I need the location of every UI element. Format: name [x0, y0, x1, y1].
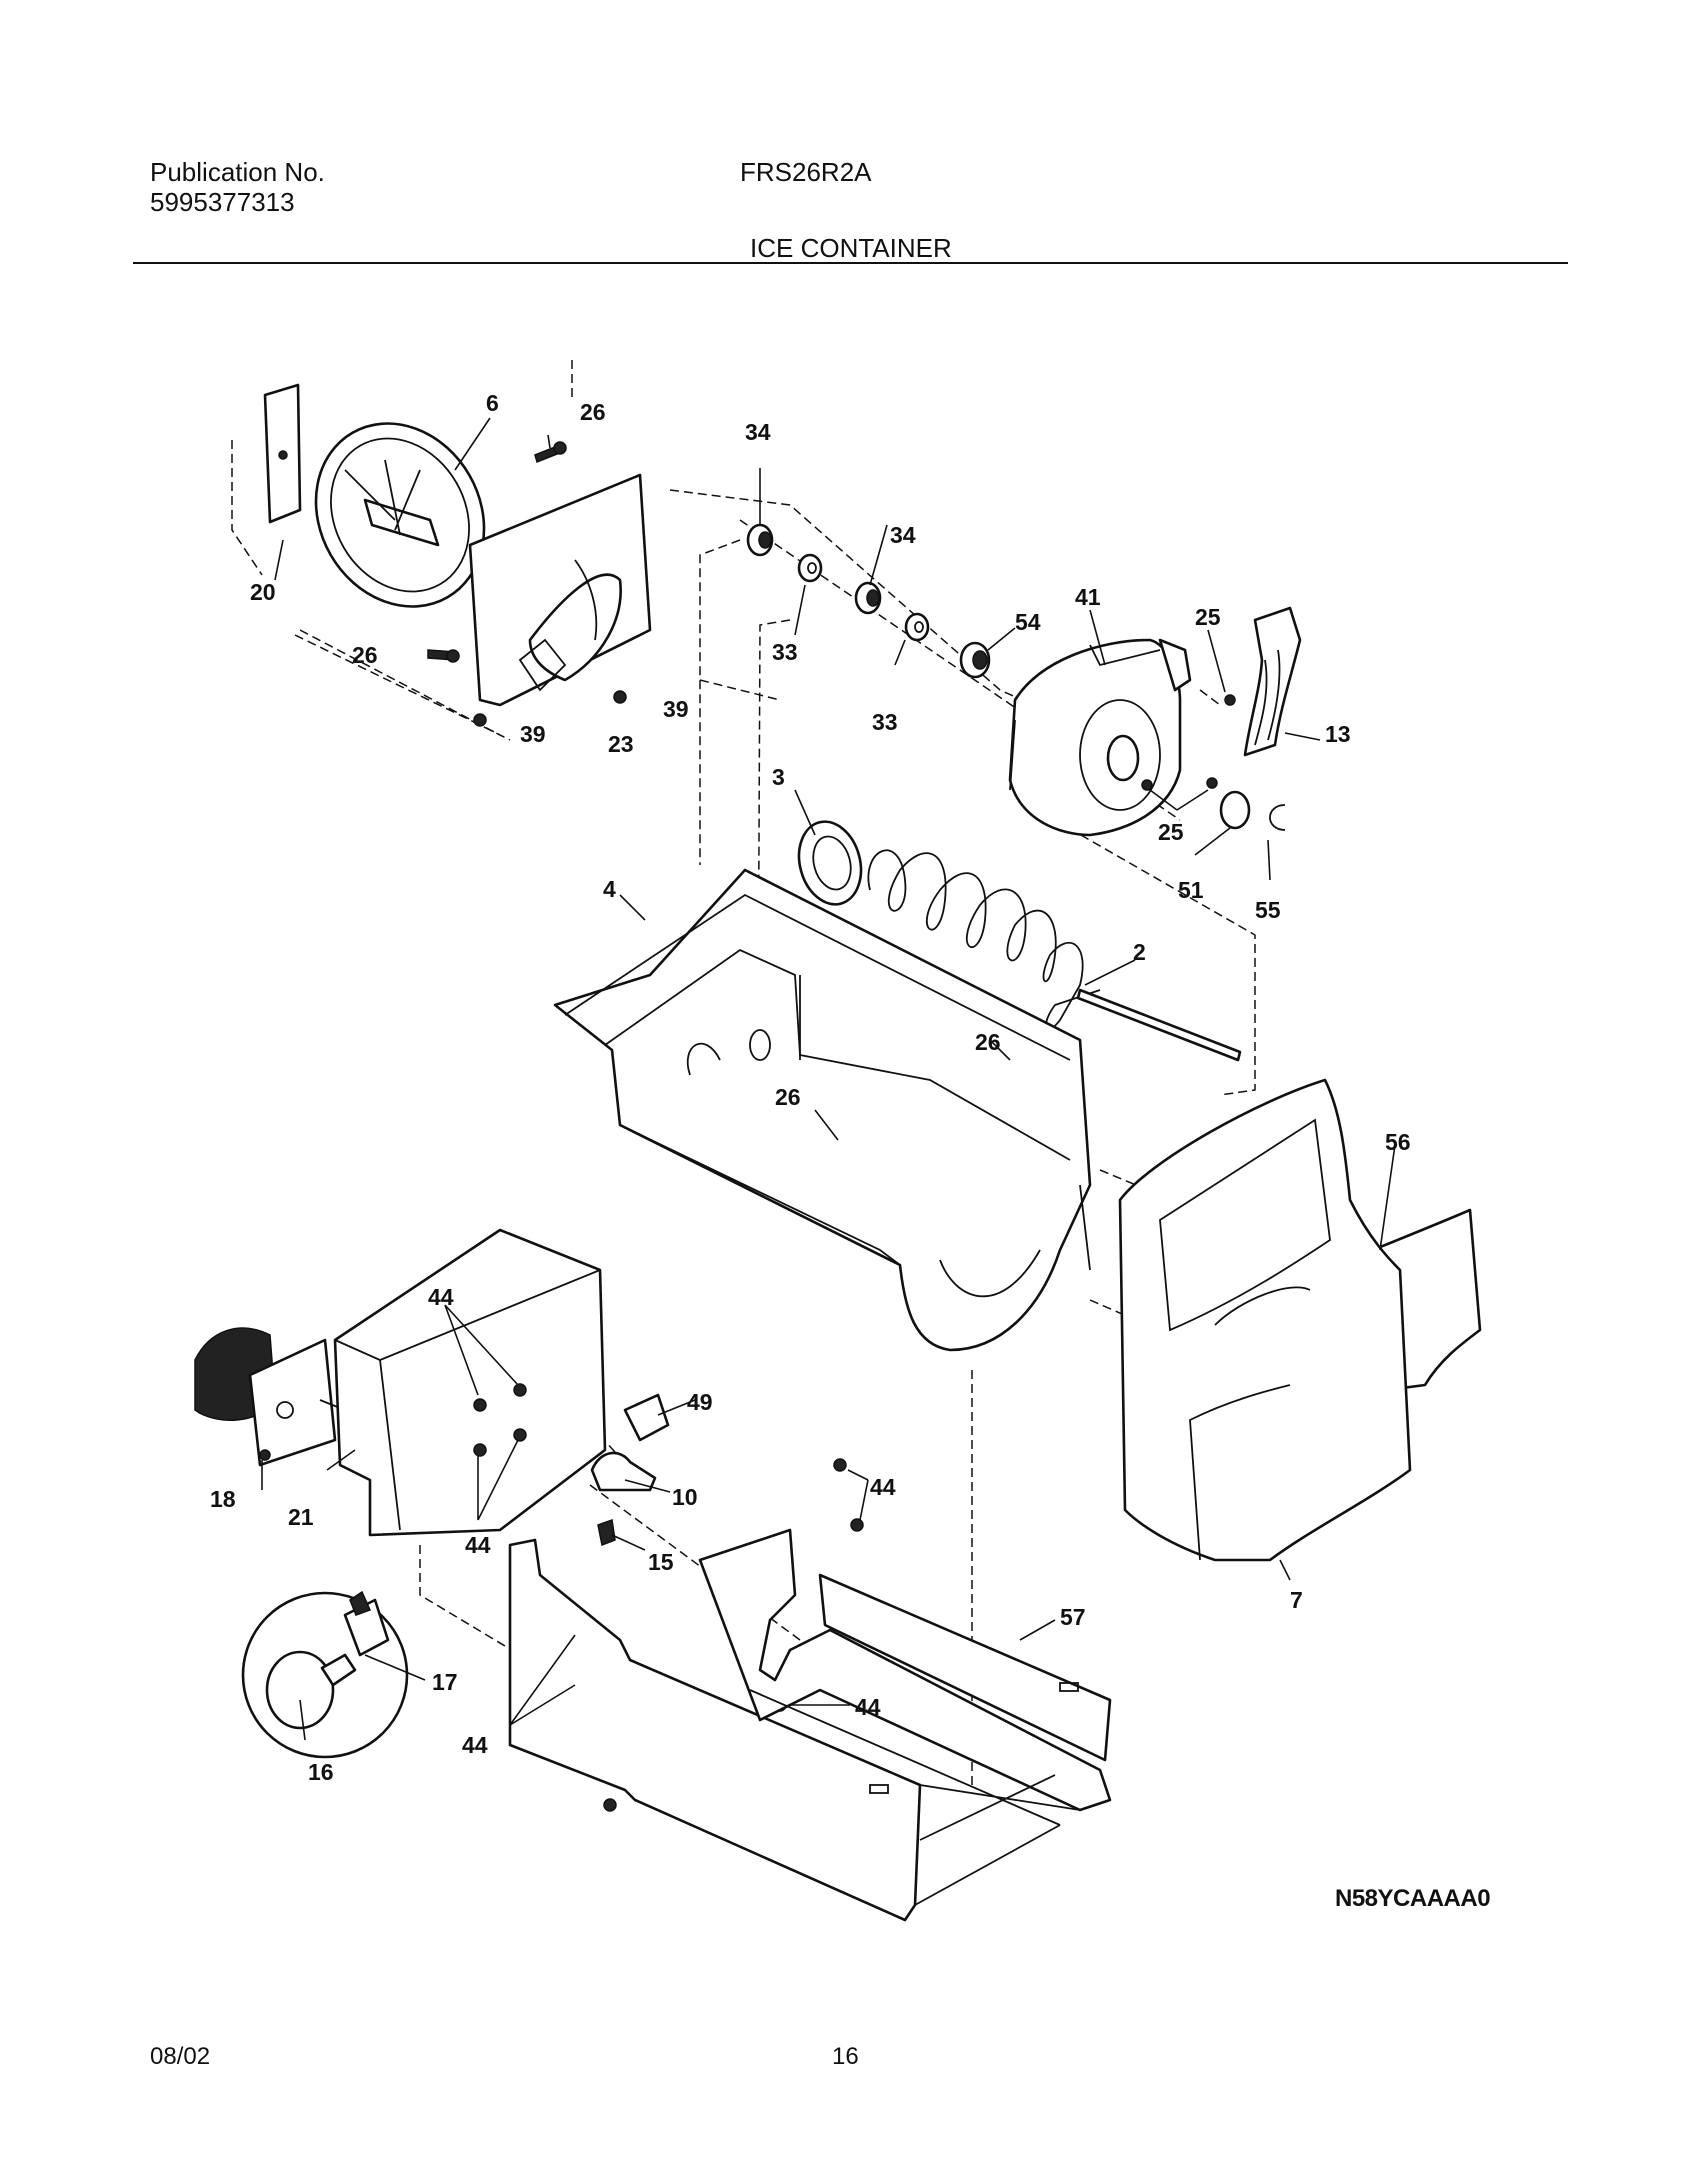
callout-17: 20 [250, 579, 276, 605]
callout-51: 49 [687, 1389, 713, 1415]
part-55-ring [1219, 790, 1251, 830]
part-7-dispenser-housing [1118, 1078, 1412, 1562]
callout-25: 25 [1195, 604, 1221, 630]
part-23-mounting-plate [468, 473, 652, 707]
callout-7: 7 [1290, 1587, 1303, 1613]
part-25-screws [1141, 694, 1236, 791]
part-56-clip [1269, 804, 1286, 831]
callout-34: 34 [745, 419, 771, 445]
callout-3: 3 [772, 764, 785, 790]
part-54-bushing [959, 641, 991, 679]
callout-54: 54 [1015, 609, 1041, 635]
part-33-washers [797, 553, 930, 642]
part-39-screws [473, 690, 627, 727]
part-2-auger-spiral [867, 849, 1242, 1062]
callout-2: 2 [1133, 939, 1146, 965]
callout-41: 41 [1075, 584, 1101, 610]
part-49-lower-tray [508, 1528, 1112, 1922]
part-21-clip [597, 1518, 616, 1547]
callout-26d: 26 [775, 1084, 801, 1110]
callout-6: 6 [486, 390, 499, 416]
part-13-bracket [1243, 606, 1302, 757]
callout-44: 44 [428, 1284, 454, 1310]
callout-34b: 34 [890, 522, 916, 548]
callout-labels: 6 26 34 34 41 25 54 26 20 33 33 39 39 23… [210, 390, 1411, 1785]
callout-39: 39 [663, 696, 689, 722]
header-rule [133, 262, 1568, 264]
callout-18: 18 [210, 1486, 236, 1512]
publication-number: 5995377313 [150, 187, 295, 217]
callout-26c: 26 [975, 1029, 1001, 1055]
part-34-bushings [746, 523, 882, 615]
publication-label: Publication No. [150, 157, 325, 187]
callout-13: 13 [1325, 721, 1351, 747]
callout-16: 17 [432, 1669, 458, 1695]
part-18-motor [194, 1327, 346, 1467]
callout-20: 21 [288, 1504, 314, 1530]
callout-25b: 25 [1158, 819, 1184, 845]
part-51-switch [623, 1393, 670, 1442]
callout-55: 51 [1178, 877, 1204, 903]
part-20-motor-box [333, 1228, 607, 1537]
page-number: 16 [832, 2043, 859, 2070]
drawing-code: N58YCAAAA0 [1335, 1885, 1491, 1912]
callout-23: 23 [608, 731, 634, 757]
leader-lines [261, 417, 1396, 1741]
callout-33: 33 [772, 639, 798, 665]
callout-21: 15 [648, 1549, 674, 1575]
part-4-ice-bin [553, 868, 1092, 1352]
part-41-auger-housing [1008, 638, 1192, 837]
part-3-coupling [797, 820, 863, 906]
callout-44b: 44 [870, 1474, 896, 1500]
callout-44e: 44 [462, 1732, 488, 1758]
model-number: FRS26R2A [740, 157, 872, 187]
footer-date: 08/02 [150, 2043, 211, 2070]
callout-39b: 39 [520, 721, 546, 747]
part-10-actuator [590, 1451, 657, 1492]
callout-10: 10 [672, 1484, 698, 1510]
callout-4: 4 [603, 876, 616, 902]
part-6-auger-wheel [314, 422, 486, 608]
section-title: ICE CONTAINER [750, 233, 952, 263]
callout-15: 16 [308, 1759, 334, 1785]
callout-57: 56 [1385, 1129, 1411, 1155]
callout-33b: 33 [872, 709, 898, 735]
callout-56: 55 [1255, 897, 1281, 923]
callout-26b: 26 [352, 642, 378, 668]
callout-49: 57 [1060, 1604, 1086, 1630]
part-17-pad [263, 383, 302, 524]
callout-44c: 44 [465, 1532, 491, 1558]
part-15-16-light-detail [241, 1590, 409, 1759]
callout-44d: 44 [855, 1694, 881, 1720]
callout-26: 26 [580, 399, 606, 425]
